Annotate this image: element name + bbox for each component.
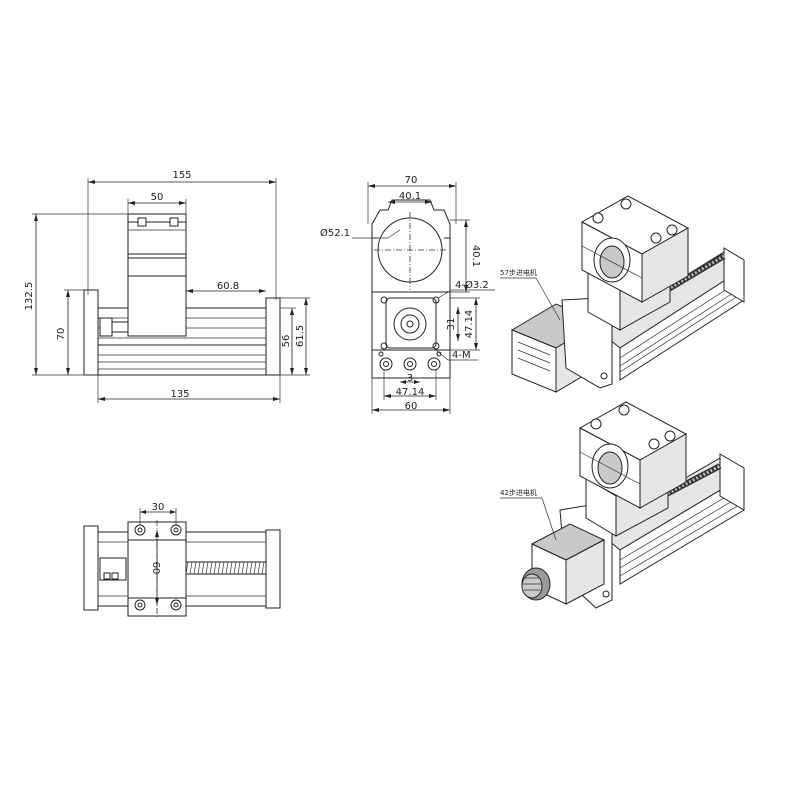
dim-clamp-inner: 40.1: [399, 191, 421, 202]
front-rail-body: [97, 344, 267, 376]
dim-base-length: 135: [170, 389, 189, 400]
dim-height-61-5: 61.5: [295, 325, 306, 347]
iso-view-57: 57步进电机: [500, 195, 745, 393]
dim-clamp-spacing: 30: [152, 502, 165, 513]
dim-clamp-width: 70: [405, 175, 418, 186]
dim-rail-height: 70: [56, 328, 67, 341]
dim-carriage-width: 50: [151, 192, 164, 203]
dim-clamp-height: 40.1: [470, 245, 481, 267]
lead-screw-threads: [185, 561, 265, 575]
iso-view-42: 42步进电机: [500, 401, 745, 609]
front-right-endplate: [265, 297, 281, 376]
dim-plate-width: 60: [405, 401, 418, 412]
top-view: 30 60: [83, 502, 281, 618]
dim-3: 3: [407, 373, 413, 384]
dim-holes: 4-Ø3.2: [455, 279, 489, 291]
dim-motor-offset: 60.8: [217, 281, 239, 292]
dim-thread: 4-M: [452, 350, 471, 361]
dim-carriage-depth: 60: [150, 562, 161, 575]
dim-height-56: 56: [281, 335, 292, 348]
front-view: 155 50 60.8 132.5 70 56: [24, 170, 310, 403]
label-motor42: 42步进电机: [500, 488, 537, 497]
side-view: 70 40.1 Ø52.1 40.1 4-Ø3.2 31 47.14: [320, 175, 495, 414]
label-motor57: 57步进电机: [500, 268, 537, 277]
dim-overall-width: 155: [172, 170, 191, 181]
dim-plate-47-14: 47.14: [464, 310, 475, 339]
front-clamp: [127, 221, 187, 277]
dim-overall-height: 132.5: [24, 282, 35, 311]
dim-plate-31: 31: [446, 318, 457, 331]
dim-bore-diameter: Ø52.1: [320, 227, 350, 239]
front-carriage: [127, 275, 187, 337]
front-left-endplate: [83, 289, 99, 376]
dim-bottom-47-14: 47.14: [396, 387, 425, 398]
